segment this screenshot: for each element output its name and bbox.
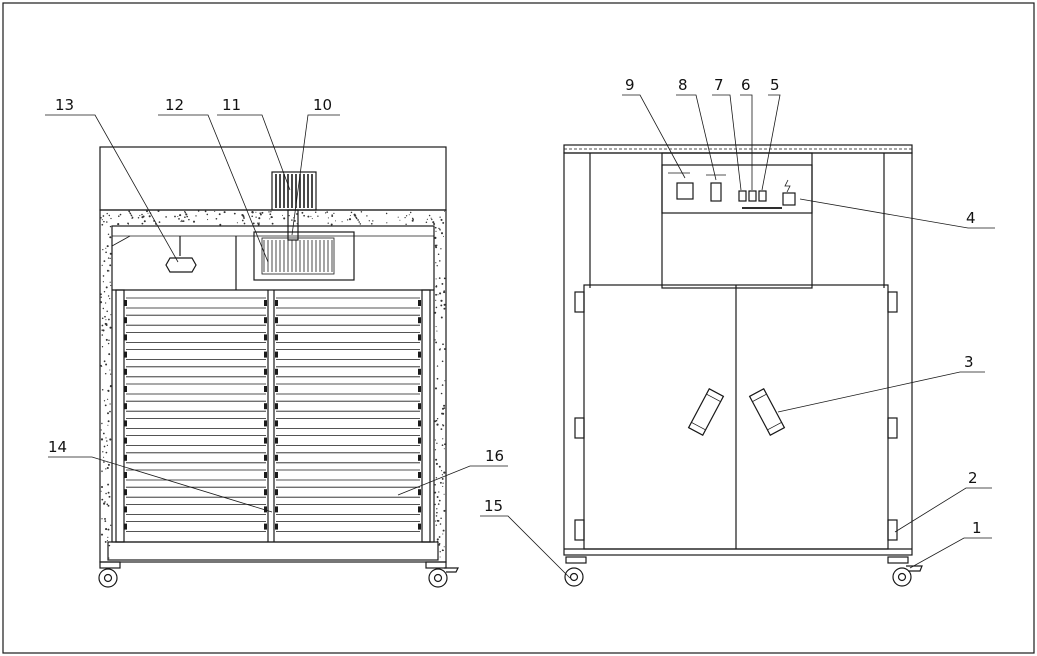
- base-frame: [107, 541, 439, 561]
- fan-blades: [261, 237, 335, 275]
- switch-6: [748, 190, 757, 202]
- timer-display: [710, 182, 722, 202]
- fan-blade-lines: [263, 240, 333, 272]
- caster-right: [425, 561, 459, 588]
- outer-wall: [99, 209, 447, 563]
- callout-15: 15: [484, 497, 503, 515]
- leader-lines: [45, 94, 995, 579]
- temperature-controller: [676, 182, 694, 200]
- control-panel: [661, 164, 813, 214]
- drying-trays: [124, 297, 421, 532]
- callout-8: 8: [678, 76, 688, 94]
- door-handle-left: [687, 388, 725, 436]
- callout-12: 12: [165, 96, 184, 114]
- power-socket: [782, 192, 796, 206]
- callout-7: 7: [714, 76, 724, 94]
- callout-9: 9: [625, 76, 635, 94]
- fan-motor: [271, 171, 317, 211]
- callout-13: 13: [55, 96, 74, 114]
- insulation-hatch: [99, 210, 446, 559]
- callout-11: 11: [222, 96, 241, 114]
- callout-4: 4: [966, 209, 976, 227]
- humidity-sensor: [165, 257, 197, 273]
- callout-3: 3: [964, 353, 974, 371]
- callout-labels: 13 12 11 10 14 16 9 8 7 6 5 4 3 2 15 1: [48, 76, 982, 537]
- hinges: [574, 291, 898, 541]
- fan-housing: [253, 231, 355, 281]
- front-view: [563, 144, 923, 587]
- caster-front-right: [887, 556, 923, 587]
- switch-5: [758, 190, 767, 202]
- motor-fins: [275, 174, 313, 208]
- callout-6: 6: [741, 76, 751, 94]
- callout-1: 1: [972, 519, 982, 537]
- switch-7: [738, 190, 747, 202]
- callout-14: 14: [48, 438, 67, 456]
- motor-shaft: [287, 209, 299, 241]
- callout-5: 5: [770, 76, 780, 94]
- top-hood: [99, 146, 447, 211]
- section-view: [98, 146, 459, 588]
- callout-16: 16: [485, 447, 504, 465]
- caster-front-left: [564, 556, 587, 587]
- callout-10: 10: [313, 96, 332, 114]
- caster-left: [98, 561, 121, 588]
- callout-2: 2: [968, 469, 978, 487]
- door-handle-right: [748, 388, 786, 436]
